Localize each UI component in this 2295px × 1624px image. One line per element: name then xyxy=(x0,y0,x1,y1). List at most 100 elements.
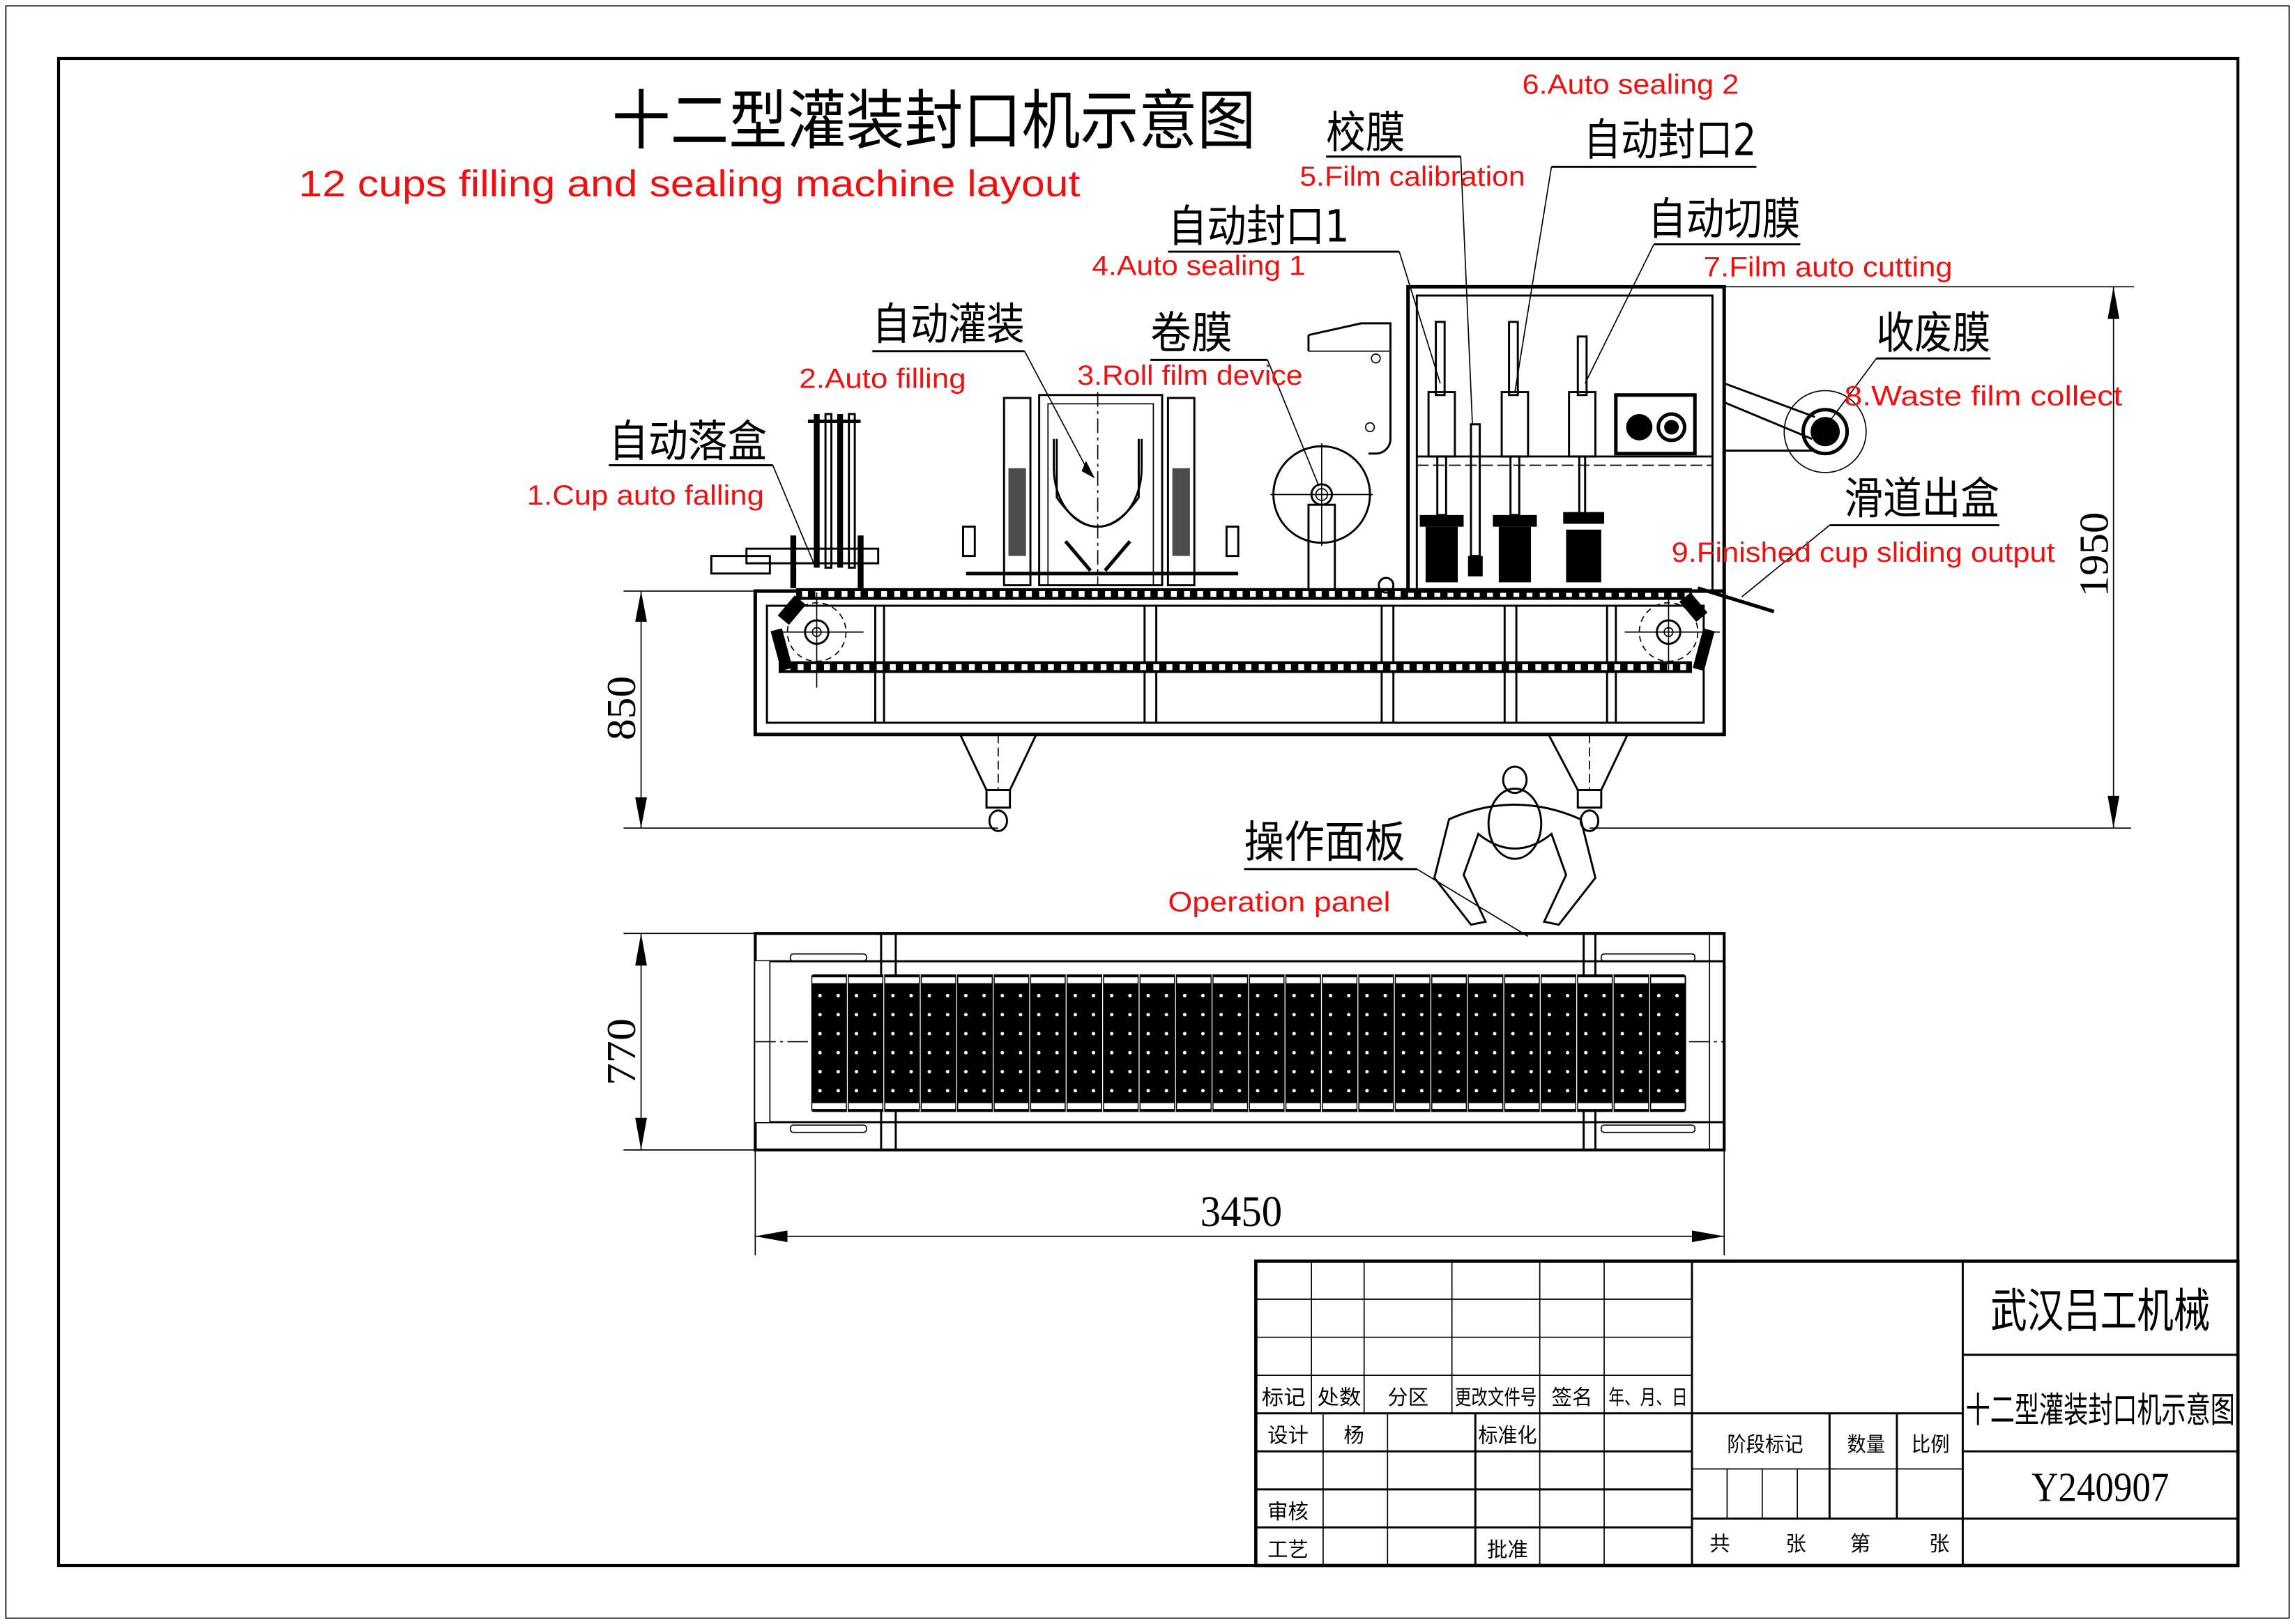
chain-link xyxy=(1272,664,1278,671)
cup-marker xyxy=(1493,1070,1497,1074)
cup-marker xyxy=(1000,1050,1005,1055)
tb-header-zone: 分区 xyxy=(1387,1386,1428,1409)
drawing-frame xyxy=(56,56,2240,1568)
cup-marker xyxy=(1274,1050,1278,1055)
chain-link xyxy=(1337,664,1344,671)
cup-marker xyxy=(1092,993,1096,997)
tray-top-slot xyxy=(1104,977,1138,983)
cup-marker xyxy=(1073,993,1077,997)
tb-sheet-no-label: 第 xyxy=(1850,1532,1870,1556)
cup-marker xyxy=(1055,1070,1059,1074)
cup-marker xyxy=(1638,1013,1642,1017)
cup-marker xyxy=(1274,993,1278,997)
cup-marker xyxy=(1438,993,1442,997)
cup-marker xyxy=(1656,1013,1661,1017)
cup-marker xyxy=(1055,1050,1059,1055)
chain-link xyxy=(1680,664,1686,671)
cup-marker xyxy=(927,1070,931,1074)
chain-link xyxy=(1350,664,1357,671)
tray-top-slot xyxy=(1249,977,1284,983)
chain-link xyxy=(1487,591,1493,597)
cup-marker xyxy=(1675,1032,1679,1036)
cup-marker xyxy=(1419,1013,1424,1017)
cup-marker xyxy=(1529,1013,1533,1017)
cup-marker xyxy=(1200,1089,1205,1093)
chain-link xyxy=(943,664,949,671)
label-en-film-calibration: 5.Film calibration xyxy=(1299,162,1525,192)
cup-marker xyxy=(963,1089,968,1093)
cup-marker xyxy=(873,1070,877,1074)
cup-marker xyxy=(1493,1089,1497,1093)
chain-link xyxy=(1408,591,1415,597)
cup-marker xyxy=(1019,1089,1023,1093)
cup-marker xyxy=(1347,1032,1351,1036)
cup-marker xyxy=(909,1013,913,1017)
cup-marker xyxy=(854,1013,859,1017)
chain-link xyxy=(907,591,914,597)
cup-marker xyxy=(836,1089,840,1093)
cup-marker xyxy=(1511,1050,1515,1055)
cup-marker xyxy=(1675,1050,1679,1055)
cup-marker xyxy=(1529,1032,1533,1036)
chain-link xyxy=(1048,664,1054,671)
chain-link xyxy=(1364,664,1371,671)
cup-marker xyxy=(1000,1089,1005,1093)
chain-link xyxy=(1562,664,1568,671)
cup-marker xyxy=(1529,1089,1533,1093)
chain-link xyxy=(1482,664,1489,671)
label-en-operation-panel: Operation panel xyxy=(1168,887,1390,918)
tray-top-slot xyxy=(1505,977,1539,983)
chain-link xyxy=(1658,591,1665,597)
front-view xyxy=(623,284,2131,832)
cup-marker xyxy=(1329,1089,1333,1093)
cup-marker xyxy=(1456,993,1461,997)
chain-link xyxy=(1355,591,1362,597)
cup-marker xyxy=(1656,1089,1661,1093)
cup-marker xyxy=(945,1089,950,1093)
chain-link xyxy=(837,664,844,671)
label-en-film-cutting: 7.Film auto cutting xyxy=(1704,252,1953,283)
label-cn-film-calibration: 校膜 xyxy=(1326,107,1405,158)
cup-marker xyxy=(1584,1089,1588,1093)
tray-bottom-slot xyxy=(1432,1103,1466,1110)
cup-marker xyxy=(1656,1050,1661,1055)
cup-marker xyxy=(1055,1089,1059,1093)
tray-top-slot xyxy=(848,977,883,983)
cup-marker xyxy=(1547,1050,1551,1055)
tray-top-slot xyxy=(812,977,846,983)
chain-link xyxy=(1184,591,1190,597)
cup-marker xyxy=(1474,1032,1479,1036)
chain-link xyxy=(1180,664,1186,671)
cup-marker xyxy=(909,993,913,997)
label-cn-auto-sealing-1: 自动封口1 xyxy=(1168,201,1349,252)
cup-marker xyxy=(1566,1089,1570,1093)
chain-link xyxy=(1087,664,1094,671)
tb-process-label: 工艺 xyxy=(1267,1538,1309,1561)
tray-top-slot xyxy=(1396,977,1430,983)
cup-marker xyxy=(1566,1070,1570,1074)
cup-marker xyxy=(836,1070,840,1074)
tb-header-mark: 标记 xyxy=(1262,1386,1306,1409)
cup-marker xyxy=(1401,1013,1405,1017)
filling-unit xyxy=(961,392,1240,587)
tb-standardization-label: 标准化 xyxy=(1478,1424,1537,1448)
cup-marker xyxy=(1182,993,1187,997)
cup-marker xyxy=(1419,1050,1424,1055)
chain-link xyxy=(1012,591,1019,597)
cup-marker xyxy=(1566,1013,1570,1017)
cup-marker xyxy=(1164,1013,1168,1017)
tb-company: 武汉吕工机械 xyxy=(1990,1284,2210,1338)
cup-marker xyxy=(1073,1089,1077,1093)
cup-marker xyxy=(1310,1013,1314,1017)
tray-bottom-slot xyxy=(1213,1103,1247,1110)
cup-marker xyxy=(1128,1013,1132,1017)
cup-marker xyxy=(1073,1032,1077,1036)
tray-bottom-slot xyxy=(1177,1103,1211,1110)
cup-marker xyxy=(1329,1050,1333,1055)
cup-marker xyxy=(1037,993,1041,997)
cup-marker xyxy=(1383,993,1387,997)
cup-marker xyxy=(1128,993,1132,997)
operator-figure-icon xyxy=(1433,765,1597,926)
cup-marker xyxy=(1219,1013,1223,1017)
cup-marker xyxy=(1164,1089,1168,1093)
